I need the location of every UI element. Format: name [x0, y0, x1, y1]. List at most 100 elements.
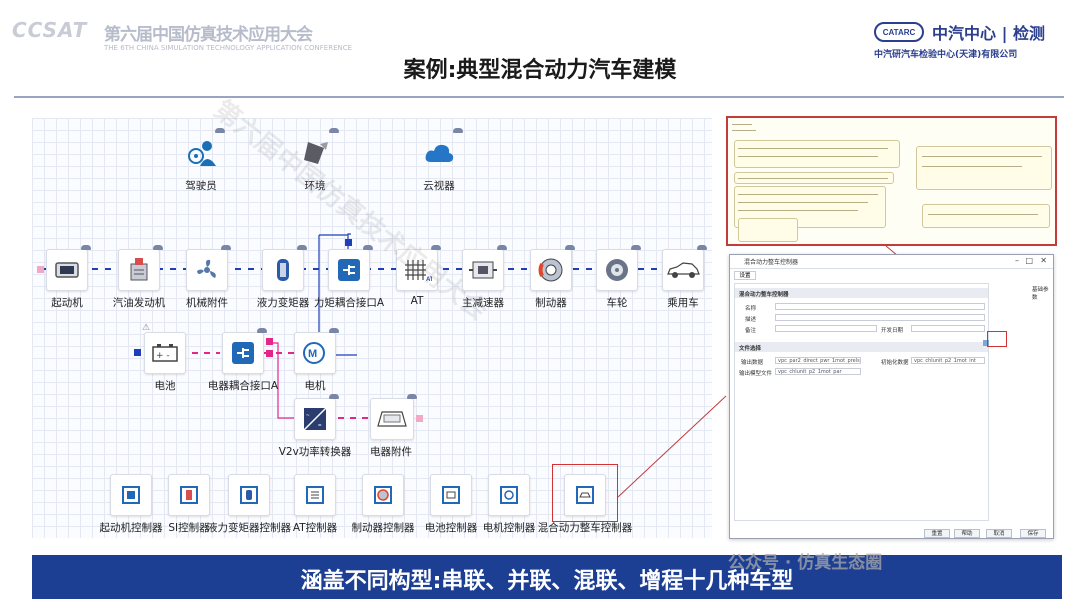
- node-label: 电池: [154, 380, 176, 392]
- gearbox-icon: AT: [405, 260, 432, 283]
- node-environment[interactable]: 环境: [294, 128, 339, 192]
- controller-label: 液力变矩器控制器: [207, 522, 291, 534]
- wechat-watermark: 公众号 · 仿真生态圈: [728, 553, 883, 573]
- v2v-wire: [268, 342, 294, 419]
- node-motor[interactable]: M 电机: [294, 328, 339, 392]
- dialog-titlebar: 混合动力整车控制器 – □ ✕: [730, 255, 1053, 269]
- node-torque-converter[interactable]: 液力变矩器: [257, 245, 309, 309]
- brand-name: 中汽中心 | 检测: [932, 24, 1045, 43]
- name-input[interactable]: [775, 303, 985, 310]
- maximize-icon[interactable]: □: [1025, 256, 1033, 265]
- node-label: 力矩耦合接口A: [313, 297, 385, 309]
- starter-icon: [55, 262, 79, 278]
- ccsat-logo-text: CCSAT: [12, 18, 88, 42]
- controller-at[interactable]: AT控制器: [293, 474, 337, 534]
- node-label: 电机: [304, 380, 326, 392]
- controller-brake[interactable]: 制动器控制器: [352, 474, 415, 534]
- node-label: 驾驶员: [185, 180, 217, 192]
- slide-title: 案例:典型混合动力汽车建模: [403, 58, 677, 83]
- svg-text:M: M: [308, 348, 317, 360]
- banner-text: 涵盖不同构型:串联、并联、混联、增程十几种车型: [300, 569, 794, 594]
- node-label: 液力变矩器: [256, 297, 310, 309]
- date-label: 开发日期: [881, 328, 904, 334]
- model-canvas[interactable]: 驾驶员 环境 云视器 起动机 汽油发动机 机械附件: [32, 118, 712, 538]
- chip-icon: [374, 486, 392, 504]
- controller-motor[interactable]: 电机控制器: [483, 474, 535, 534]
- controller-battery[interactable]: 电池控制器: [425, 474, 477, 534]
- controller-starter[interactable]: 起动机控制器: [100, 474, 163, 534]
- output-data-select[interactable]: vpc_par2_direct_pwr_1mot_prels: [775, 357, 861, 364]
- reset-button[interactable]: 重置: [924, 529, 950, 538]
- header-divider: [14, 96, 1064, 98]
- minimize-icon[interactable]: –: [1015, 256, 1019, 265]
- node-battery[interactable]: + - ⚠ 电池: [134, 323, 186, 392]
- node-elec-accessory[interactable]: 电器附件: [370, 394, 423, 458]
- svg-text:AT: AT: [426, 277, 432, 283]
- controller-label: SI控制器: [168, 522, 210, 534]
- torque-converter-icon: [277, 259, 289, 281]
- init-data-select[interactable]: vpc_chlunit_p2_1mot_int: [911, 357, 985, 364]
- elec-coupler-icon: [232, 342, 254, 364]
- tab-settings[interactable]: 设置: [734, 271, 756, 280]
- svg-text:=: =: [318, 423, 322, 429]
- remark-input[interactable]: [775, 325, 877, 332]
- node-driver[interactable]: 驾驶员: [180, 128, 225, 192]
- svg-text:~: ~: [306, 413, 310, 419]
- node-label: 起动机: [51, 297, 83, 309]
- field-label: 描述: [745, 317, 757, 323]
- node-at[interactable]: AT AT: [396, 245, 441, 307]
- file-browse-icon[interactable]: [983, 340, 989, 346]
- chip-icon: [576, 486, 594, 504]
- node-vehicle[interactable]: 乘用车: [662, 245, 707, 309]
- conference-logo: CCSAT 第六届中国仿真技术应用大会 THE 6TH CHINA SIMULA…: [12, 14, 352, 62]
- node-label: AT: [410, 295, 424, 307]
- wheel-icon: [606, 259, 628, 281]
- converter-icon: ~=: [303, 407, 327, 431]
- node-label: 乘用车: [667, 297, 699, 309]
- chip-icon: [442, 486, 460, 504]
- motor-icon: M: [303, 342, 325, 364]
- controller-settings-dialog[interactable]: 混合动力整车控制器 – □ ✕ 设置 混合动力整车控制器 名称 描述 备注 开发…: [729, 254, 1054, 539]
- node-final-drive[interactable]: 主减速器: [462, 245, 507, 309]
- chip-icon: [240, 486, 258, 504]
- node-starter[interactable]: 起动机: [37, 245, 91, 309]
- controller-label: AT控制器: [292, 522, 338, 534]
- node-wheel[interactable]: 车轮: [596, 245, 641, 309]
- coupler-icon: [338, 259, 360, 281]
- node-v2v[interactable]: ~= V2v功率转换器: [279, 394, 351, 458]
- controller-si[interactable]: SI控制器: [168, 474, 210, 534]
- file-label: 输出数据: [741, 360, 764, 366]
- final-drive-icon: [469, 261, 497, 279]
- node-label: 主减速器: [462, 297, 504, 309]
- controller-torque-converter[interactable]: 液力变矩器控制器: [207, 474, 291, 534]
- accessory-panel-icon: [377, 411, 407, 427]
- node-cloud-viewer[interactable]: 云视器: [418, 128, 463, 192]
- dialog-form: 混合动力整车控制器 名称 描述 备注 开发日期 文件选择 输出数据 vpc_pa…: [734, 283, 989, 521]
- driver-icon: [188, 141, 216, 166]
- close-icon[interactable]: ✕: [1040, 256, 1047, 265]
- date-picker[interactable]: [911, 325, 985, 332]
- dialog-highlight-box: [987, 331, 1007, 347]
- conference-subtitle: THE 6TH CHINA SIMULATION TECHNOLOGY APPL…: [104, 44, 353, 52]
- brand-subtitle: 中汽研汽车检验中心(天津)有限公司: [874, 50, 1018, 60]
- controller-highlight-box: [552, 464, 618, 522]
- node-elec-coupler[interactable]: 电器耦合接口A: [208, 328, 278, 392]
- controller-hybrid-vehicle[interactable]: 混合动力整车控制器: [538, 474, 632, 534]
- cancel-button[interactable]: 取消: [986, 529, 1012, 538]
- description-input[interactable]: [775, 314, 985, 321]
- chip-icon: [180, 486, 198, 504]
- node-brake[interactable]: 制动器: [530, 245, 575, 309]
- node-accessory[interactable]: 机械附件: [186, 245, 231, 309]
- field-label: 备注: [745, 328, 757, 334]
- controller-label: 制动器控制器: [351, 522, 415, 534]
- save-button[interactable]: 保存: [1020, 529, 1046, 538]
- chip-icon: [500, 486, 518, 504]
- section-header: 混合动力整车控制器: [735, 288, 988, 298]
- model-file-select[interactable]: vpc_chlunit_p2_1mot_par: [775, 368, 861, 375]
- node-label: 汽油发动机: [112, 297, 166, 309]
- help-button[interactable]: 帮助: [954, 529, 980, 538]
- node-coupler-a[interactable]: 力矩耦合接口A: [314, 239, 384, 309]
- node-engine[interactable]: 汽油发动机: [113, 245, 165, 309]
- svg-text:+ -: + -: [156, 351, 170, 361]
